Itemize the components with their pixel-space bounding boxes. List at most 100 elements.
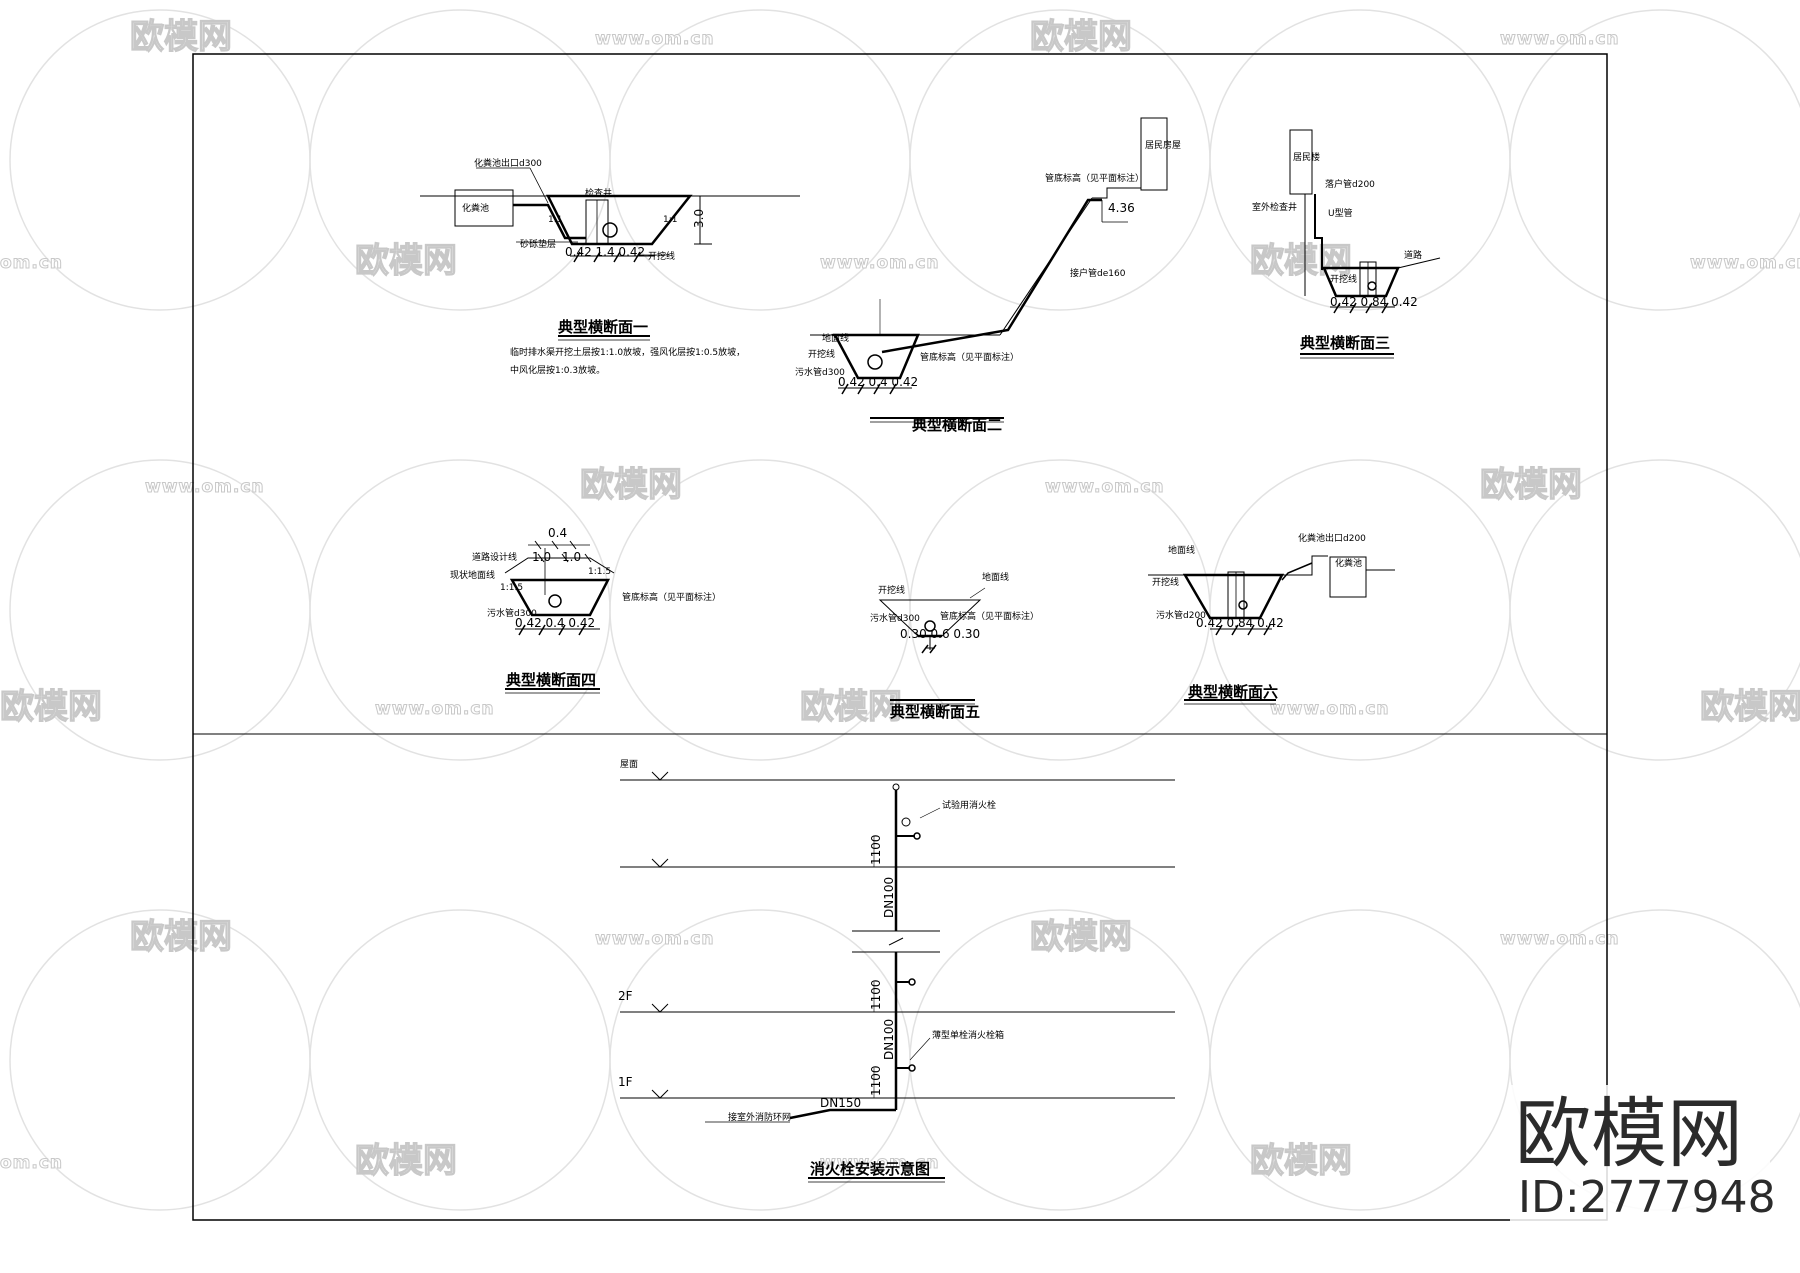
label-dn150: DN150 [820,1096,861,1110]
label-thin-hydrant: 薄型单栓消火栓箱 [932,1029,1004,1041]
section-3 [1289,129,1441,359]
watermark-url: www.om.cn [1500,929,1620,949]
watermark-logo: 欧模网 [1250,1141,1352,1181]
watermark-logo: 欧模网 [130,917,232,957]
label-sewer-pipe: 污水管d200 [1156,609,1206,621]
watermark-url: www.om.cn [1045,477,1165,497]
label-road-design-line: 道路设计线 [472,551,517,563]
section-3-title: 典型横断面三 [1300,334,1390,352]
dim-bottom-width: 0.30 0.6 0.30 [900,627,980,641]
label-ground-line: 地面线 [982,571,1009,583]
watermark-logo: 欧模网 [1700,687,1800,727]
watermark-url: om.cn [0,253,63,273]
dim-top-b: 1.0 [532,550,551,564]
floor-1f-label: 1F [618,1075,633,1089]
label-outdoor-pipe: 接室外消防环网 [728,1111,791,1123]
label-household-pipe: 接户管de160 [1070,267,1126,279]
hydrant-text: 屋面 2F 1F 试验用消火栓 薄型单栓消火栓箱 接室外消防环网 DN150 1… [618,759,1004,1178]
label-trench-line: 开挖线 [1152,576,1179,588]
section-1-text: 化粪池出口d300 化粪池 检查井 砂砾垫层 开挖线 1:1 1:1 3.0 0… [462,157,745,376]
watermark-logo: 欧模网 [1250,241,1352,281]
watermark-logo: 欧模网 [355,241,457,281]
label-pipe-bottom: 管底标高（见平面标注） [622,591,721,603]
dim-bottom-width: 0.42 0.4 0.42 [515,616,595,630]
section-5 [878,587,986,705]
label-trench-line: 开挖线 [1330,273,1357,285]
dim-bottom-width: 0.42 0.84 0.42 [1330,295,1418,309]
watermark-url: www.om.cn [820,1153,940,1173]
label-sewer-pipe: 污水管d300 [487,607,537,619]
section-3-text: 居民楼 落户管d200 室外检查井 U型管 道路 开挖线 0.42 0.84 0… [1252,151,1422,352]
watermark-url: www.om.cn [595,929,715,949]
watermark-url: www.om.cn [820,253,940,273]
dim-top-a: 0.4 [548,526,567,540]
label-road: 道路 [1404,249,1422,261]
label-septic-outlet: 化粪池出口d300 [474,157,542,169]
label-pipe-bottom: 管底标高（见平面标注） [940,610,1039,622]
label-inspection-well: 检查井 [585,187,612,199]
watermark-logos: 欧模网 www.om.cn 欧模网 www.om.cn om.cn 欧模网 ww… [0,16,1800,1181]
floor-2f-label: 2F [618,989,633,1003]
dim-bottom-width: 0.42 1.4 0.42 [565,245,645,259]
section-5-title: 典型横断面五 [890,703,980,721]
section-4-text: 道路设计线 现状地面线 污水管d300 管底标高（见平面标注） 1:1.5 1:… [450,526,721,689]
label-resident-house: 居民房屋 [1145,139,1181,151]
label-slope-a: 1:1.5 [500,583,523,593]
watermark-url: www.om.cn [375,699,495,719]
dim-1100-top: 1100 [869,834,883,865]
section-4-title: 典型横断面四 [506,671,596,689]
watermark-rings [9,9,1800,1211]
note-line-1: 临时排水渠开挖土层按1:1.0放坡，强风化层按1:0.5放坡， [510,346,745,358]
dim-bottom-width: 0.42 0.84 0.42 [1196,616,1284,630]
section-1-title: 典型横断面一 [558,318,648,336]
section-2-title: 典型横断面二 [912,416,1002,434]
label-u-trap: U型管 [1328,207,1353,219]
section-6 [1148,555,1395,705]
label-sewer-pipe: 污水管d300 [795,366,845,378]
label-test-hydrant: 试验用消火栓 [942,799,996,811]
watermark-url: www.om.cn [1690,253,1800,273]
section-5-text: 开挖线 地面线 污水管d300 管底标高（见平面标注） 0.30 0.6 0.3… [870,571,1039,721]
hydrant-diagram [620,771,1175,1183]
label-drain-outlet: 室外检查井 [1252,201,1297,213]
watermark-url: www.om.cn [145,477,265,497]
section-6-title: 典型横断面六 [1188,683,1278,701]
label-resident-building: 居民楼 [1293,151,1320,163]
label-slope-right: 1:1 [663,215,677,225]
dim-top-c: 1.0 [562,550,581,564]
watermark-url: om.cn [0,1153,63,1173]
label-ground-line: 地面线 [1168,544,1195,556]
hydrant-title: 消火栓安装示意图 [810,1160,930,1178]
watermark-url: www.om.cn [595,29,715,49]
brand-name: 欧模网 [1515,1089,1743,1178]
dim-1100-bottom: 1100 [869,1065,883,1096]
drawing-frame [192,53,1608,1221]
watermark-logo: 欧模网 [0,687,102,727]
section-2-text: 居民房屋 管底标高（见平面标注） 4.36 接户管de160 地面线 开挖线 管… [795,139,1181,434]
watermark-logo: 欧模网 [130,17,232,57]
watermark-url: www.om.cn [1270,699,1390,719]
brand-overlay: 欧模网 ID:2777948 [1510,1085,1776,1225]
watermark-logo: 欧模网 [355,1141,457,1181]
note-line-2: 中风化层按1:0.3放坡。 [510,364,605,376]
watermark-logo: 欧模网 [800,687,902,727]
label-trench-line: 开挖线 [648,250,675,262]
watermark-logo: 欧模网 [1480,465,1582,505]
watermark-logo: 欧模网 [1030,917,1132,957]
watermark-url: www.om.cn [1500,29,1620,49]
floor-roof-label: 屋面 [620,759,638,770]
dim-1100-mid: 1100 [869,979,883,1010]
label-trench-line: 开挖线 [878,584,905,596]
label-trench-line: 开挖线 [808,348,835,360]
section-6-text: 化粪池出口d200 化粪池 地面线 开挖线 污水管d200 0.42 0.84 … [1152,532,1366,701]
label-pipe-bottom: 管底标高（见平面标注） [920,351,1019,363]
label-ground-line: 地面线 [822,332,849,344]
section-1 [420,167,800,341]
label-septic-tank: 化粪池 [1335,557,1362,569]
dim-bottom-width: 0.42 0.4 0.42 [838,375,918,389]
label-elevation-note: 管底标高（见平面标注） [1045,172,1144,184]
dim-height: 4.36 [1108,201,1135,215]
dim-dn100-upper: DN100 [882,877,896,918]
label-downpipe: 落户管d200 [1325,178,1375,190]
